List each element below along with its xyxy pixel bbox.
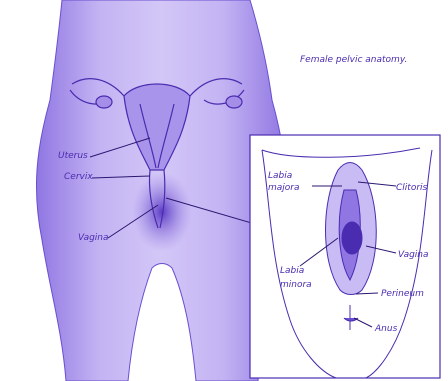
perineum-label: Perineum xyxy=(381,289,424,299)
vagina-inset-label: Vagina xyxy=(398,250,429,260)
labia-majora-label-2: majora xyxy=(268,183,300,193)
labia-majora-label-1: Labia xyxy=(268,171,292,181)
vagina-label: Vagina xyxy=(78,233,109,243)
clitoris-label: Clitoris xyxy=(396,183,428,193)
labia-minora-label-1: Labia xyxy=(280,266,304,276)
title-label: Female pelvic anatomy. xyxy=(300,55,407,65)
uterus-label: Uterus xyxy=(58,151,88,161)
anus-label: Anus xyxy=(374,324,398,334)
labia-minora-label-2: minora xyxy=(280,280,312,290)
cervix-label: Cervix xyxy=(64,172,93,182)
pubic-shading xyxy=(132,172,192,252)
